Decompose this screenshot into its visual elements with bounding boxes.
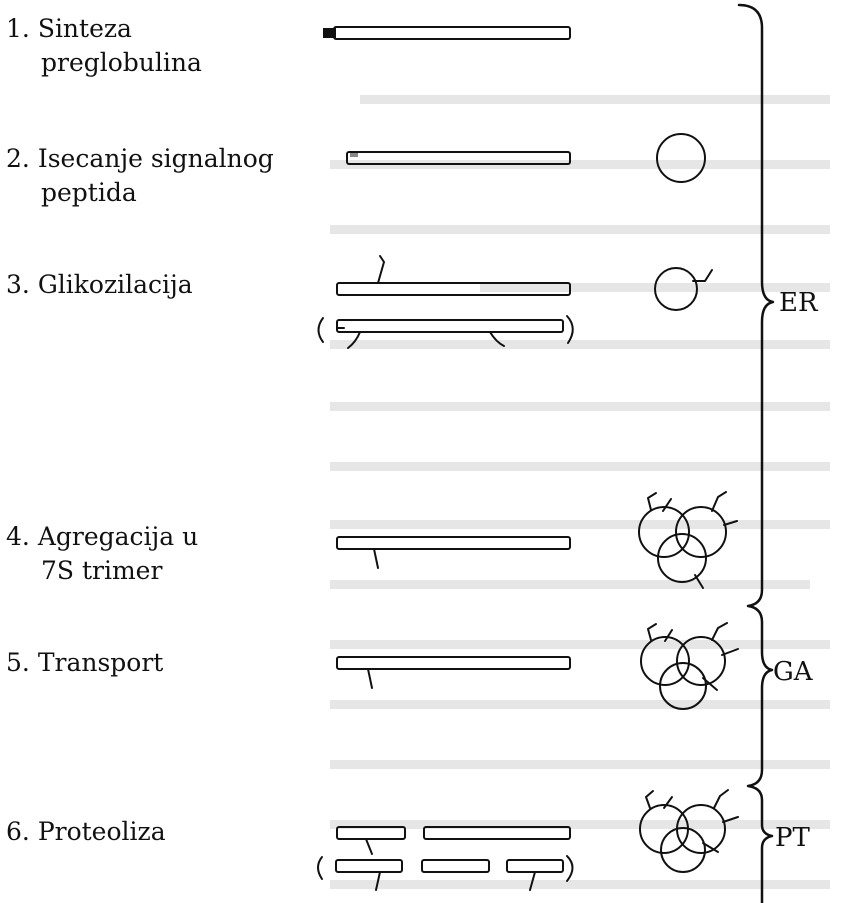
region-pt-label: PT [775,823,810,853]
compartment-brace [737,3,775,903]
step-3-title: Glikozilacija [37,270,193,299]
step-3-glycosylated-circle [654,267,713,311]
step-2-title: Isecanje signalnog [37,144,274,173]
step-4-number: 4. [6,522,30,551]
step-2-number: 2. [6,144,30,173]
step-6-title: Proteoliza [37,817,166,846]
step-5-trimer [640,622,739,710]
step-6-chains [317,826,574,891]
step-5-number: 5. [6,648,30,677]
step-3-label: 3. Glikozilacija [6,268,193,302]
step-2-title-cont: peptida [41,178,137,207]
step-5-title: Transport [37,648,164,677]
step-1-number: 1. [6,14,30,43]
step-5-chain [336,656,571,689]
step-3-chains [317,255,574,349]
step-4-label: 4. Agregacija u 7S trimer [6,520,198,588]
region-ga-label: GA [773,657,813,687]
step-4-title-cont: 7S trimer [41,556,163,585]
step-2-chain [346,151,571,165]
step-2-circle [656,133,706,183]
region-er-label: ER [779,288,818,318]
step-4-chain [336,536,571,569]
step-1-preglobulin-chain [323,26,571,40]
step-3-number: 3. [6,270,30,299]
step-6-number: 6. [6,817,30,846]
step-1-title-cont: preglobulina [41,48,202,77]
step-6-label: 6. Proteoliza [6,815,166,849]
step-4-title: Agregacija u [37,522,199,551]
step-6-trimer [639,789,739,873]
step-5-label: 5. Transport [6,646,163,680]
step-4-trimer [638,491,738,589]
step-1-label: 1. Sinteza preglobulina [6,12,202,80]
step-2-label: 2. Isecanje signalnog peptida [6,142,274,210]
step-1-title: Sinteza [37,14,132,43]
signal-peptide-mark [323,28,336,38]
